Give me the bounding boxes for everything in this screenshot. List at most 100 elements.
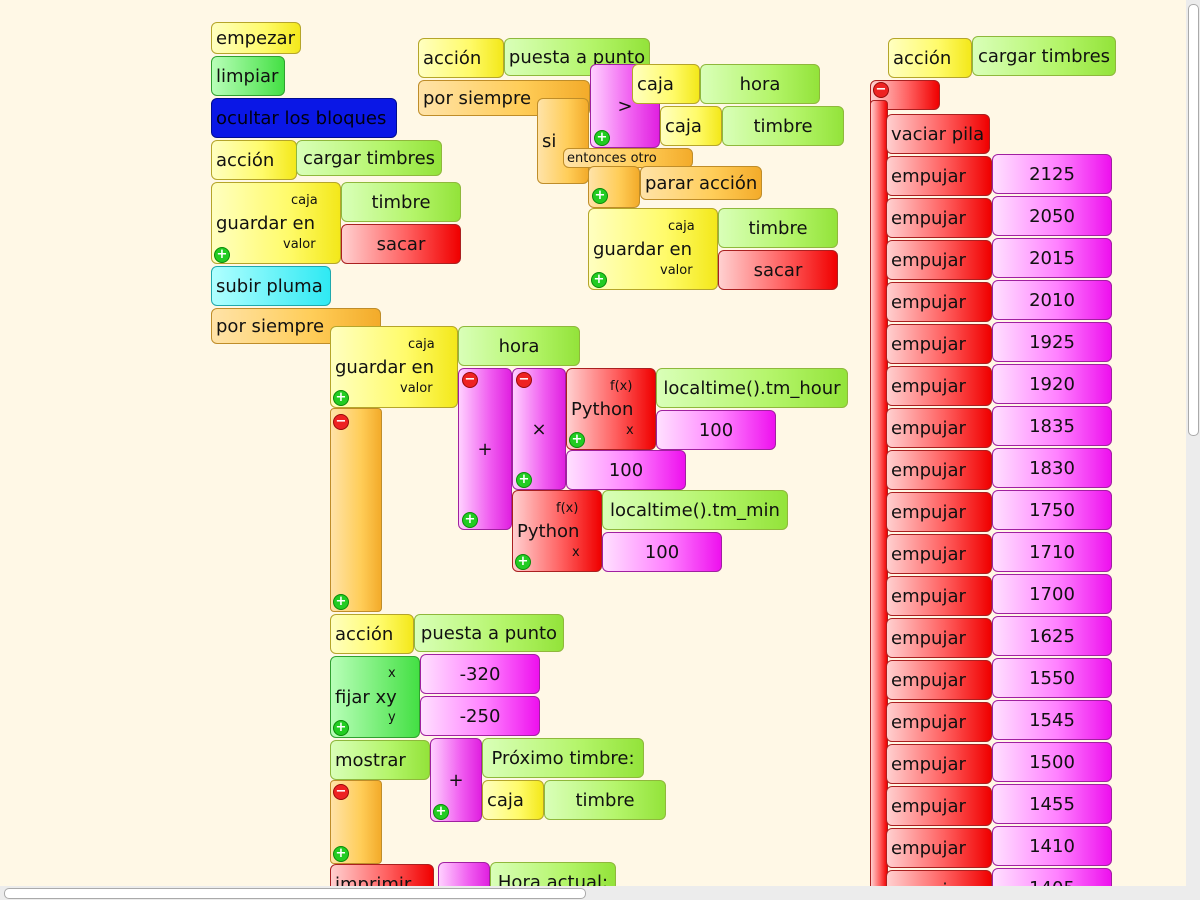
push-value-arg[interactable]: 1700 [992, 574, 1112, 614]
action-call-block[interactable]: acción [888, 38, 972, 78]
store-in-block[interactable]: guardar en [211, 182, 341, 264]
push-block[interactable]: empujar [886, 618, 992, 658]
action-name-arg[interactable]: cargar timbres [972, 36, 1116, 76]
number-100-arg[interactable]: 100 [656, 410, 776, 450]
horizontal-scroll-thumb[interactable] [4, 888, 586, 899]
expand-plus-icon[interactable]: + [569, 432, 585, 448]
collapse-minus-icon[interactable]: − [333, 784, 349, 800]
vertical-scrollbar[interactable] [1186, 0, 1200, 886]
collapse-minus-icon[interactable]: − [516, 372, 532, 388]
push-block[interactable]: empujar [886, 240, 992, 280]
expand-plus-icon[interactable]: + [333, 846, 349, 862]
box-name-timbre[interactable]: timbre [544, 780, 666, 820]
push-value-arg[interactable]: 1925 [992, 322, 1112, 362]
expand-plus-icon[interactable]: + [594, 130, 610, 146]
pen-up-label: subir pluma [216, 275, 323, 297]
push-block[interactable]: empujar [886, 660, 992, 700]
horizontal-scrollbar[interactable] [0, 886, 1200, 900]
action-call-block[interactable]: acción [211, 140, 297, 180]
push-block[interactable]: empujar [886, 282, 992, 322]
box-block[interactable]: caja [482, 780, 544, 820]
box-name-hora[interactable]: hora [458, 326, 580, 366]
push-block[interactable]: empujar [886, 828, 992, 868]
x-value-arg[interactable]: -320 [420, 654, 540, 694]
hide-blocks-block[interactable]: ocultar los bloques [211, 98, 397, 138]
pop-block[interactable]: sacar [718, 250, 838, 290]
push-value-arg[interactable]: 1710 [992, 532, 1112, 572]
action-call-block[interactable]: acción [330, 614, 414, 654]
collapse-minus-icon[interactable]: − [333, 414, 349, 430]
action-call-block[interactable]: acción [418, 38, 504, 78]
box-name-timbre[interactable]: timbre [718, 208, 838, 248]
push-block[interactable]: empujar [886, 576, 992, 616]
box-block[interactable]: caja [660, 106, 722, 146]
next-bell-text-arg[interactable]: Próximo timbre: [482, 738, 644, 778]
push-value-arg[interactable]: 1835 [992, 406, 1112, 446]
push-value-arg[interactable]: 2010 [992, 280, 1112, 320]
expand-plus-icon[interactable]: + [591, 272, 607, 288]
stop-action-block[interactable]: parar acción [640, 166, 762, 200]
vertical-scroll-thumb[interactable] [1188, 4, 1199, 436]
empty-stack-block[interactable]: vaciar pila [886, 114, 990, 154]
expand-plus-icon[interactable]: + [214, 247, 230, 263]
expand-plus-icon[interactable]: + [592, 188, 608, 204]
expand-plus-icon[interactable]: + [516, 472, 532, 488]
push-value-arg[interactable]: 1920 [992, 364, 1112, 404]
expand-plus-icon[interactable]: + [333, 720, 349, 736]
y-value-label: -250 [459, 705, 501, 727]
action-name-arg[interactable]: puesta a punto [504, 38, 650, 76]
push-value-arg[interactable]: 1545 [992, 700, 1112, 740]
action-name-arg[interactable]: puesta a punto [414, 614, 564, 652]
pen-up-block[interactable]: subir pluma [211, 266, 331, 306]
push-block[interactable]: empujar [886, 492, 992, 532]
collapse-minus-icon[interactable]: − [462, 372, 478, 388]
box-name-hora[interactable]: hora [700, 64, 820, 104]
expand-plus-icon[interactable]: + [433, 804, 449, 820]
push-value-arg[interactable]: 1830 [992, 448, 1112, 488]
push-value-arg[interactable]: 2050 [992, 196, 1112, 236]
push-block[interactable]: empujar [886, 702, 992, 742]
if-block[interactable]: si [537, 98, 589, 184]
push-block[interactable]: empujar [886, 744, 992, 784]
store-in-block[interactable]: guardar en [588, 208, 718, 290]
plus-operator-block[interactable]: + [458, 368, 512, 530]
pop-block[interactable]: sacar [341, 224, 461, 264]
push-value-arg[interactable]: 1455 [992, 784, 1112, 824]
collapse-minus-icon[interactable]: − [873, 82, 889, 98]
expand-plus-icon[interactable]: + [515, 554, 531, 570]
push-value-arg[interactable]: 1410 [992, 826, 1112, 866]
push-value-arg[interactable]: 1550 [992, 658, 1112, 698]
number-100-arg[interactable]: 100 [602, 532, 722, 572]
expand-plus-icon[interactable]: + [333, 594, 349, 610]
push-value-arg[interactable]: 1625 [992, 616, 1112, 656]
box-name-timbre[interactable]: timbre [341, 182, 461, 222]
times-operator-block[interactable]: × [512, 368, 566, 490]
push-block[interactable]: empujar [886, 324, 992, 364]
number-100-arg[interactable]: 100 [566, 450, 686, 490]
clean-block[interactable]: limpiar [211, 56, 285, 96]
box-block[interactable]: caja [632, 64, 700, 104]
action-name-arg[interactable]: cargar timbres [296, 140, 442, 176]
push-value-arg[interactable]: 1500 [992, 742, 1112, 782]
push-block[interactable]: empujar [886, 534, 992, 574]
push-value-arg[interactable]: 2015 [992, 238, 1112, 278]
expand-plus-icon[interactable]: + [462, 512, 478, 528]
push-block[interactable]: empujar [886, 366, 992, 406]
push-block[interactable]: empujar [886, 408, 992, 448]
show-block[interactable]: mostrar [330, 740, 430, 780]
start-block[interactable]: empezar [211, 22, 301, 54]
push-value-arg[interactable]: 1750 [992, 490, 1112, 530]
store-in-block[interactable]: guardar en [330, 326, 458, 408]
push-block[interactable]: empujar [886, 156, 992, 196]
push-block[interactable]: empujar [886, 450, 992, 490]
expr-min-arg[interactable]: localtime().tm_min [602, 490, 788, 530]
expand-plus-icon[interactable]: + [333, 390, 349, 406]
plus-operator-block[interactable]: + [430, 738, 482, 822]
push-value-arg[interactable]: 2125 [992, 154, 1112, 194]
y-value-arg[interactable]: -250 [420, 696, 540, 736]
push-block[interactable]: empujar [886, 786, 992, 826]
push-block[interactable]: empujar [886, 198, 992, 238]
expr-hour-arg[interactable]: localtime().tm_hour [656, 368, 848, 408]
box-name-timbre[interactable]: timbre [722, 106, 844, 146]
